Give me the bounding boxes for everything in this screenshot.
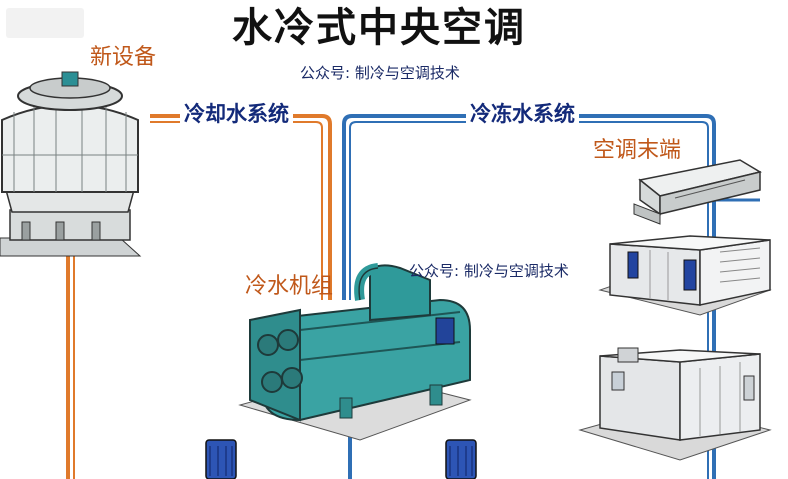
label-terminal: 空调末端	[593, 138, 682, 163]
watermark-patch	[6, 8, 84, 38]
label-new-equipment: 新设备	[90, 45, 157, 70]
page-title: 水冷式中央空调	[232, 5, 526, 51]
subtitle-source-middle: 公众号: 制冷与空调技术	[409, 262, 569, 280]
cooling-tower	[0, 71, 142, 257]
cooling-water-pump	[205, 439, 237, 479]
label-chiller: 冷水机组	[245, 274, 334, 299]
label-chilled-water-system: 冷冻水系统	[466, 104, 579, 125]
combined-air-handler	[578, 347, 772, 461]
label-cooling-water-system: 冷却水系统	[180, 104, 293, 125]
chilled-water-pump	[445, 439, 477, 479]
fan-coil-unit	[633, 159, 762, 225]
air-handling-unit	[598, 235, 772, 316]
cooling-water-pipe	[66, 114, 332, 479]
chiller-unit	[238, 263, 472, 441]
subtitle-source-top: 公众号: 制冷与空调技术	[300, 64, 460, 82]
